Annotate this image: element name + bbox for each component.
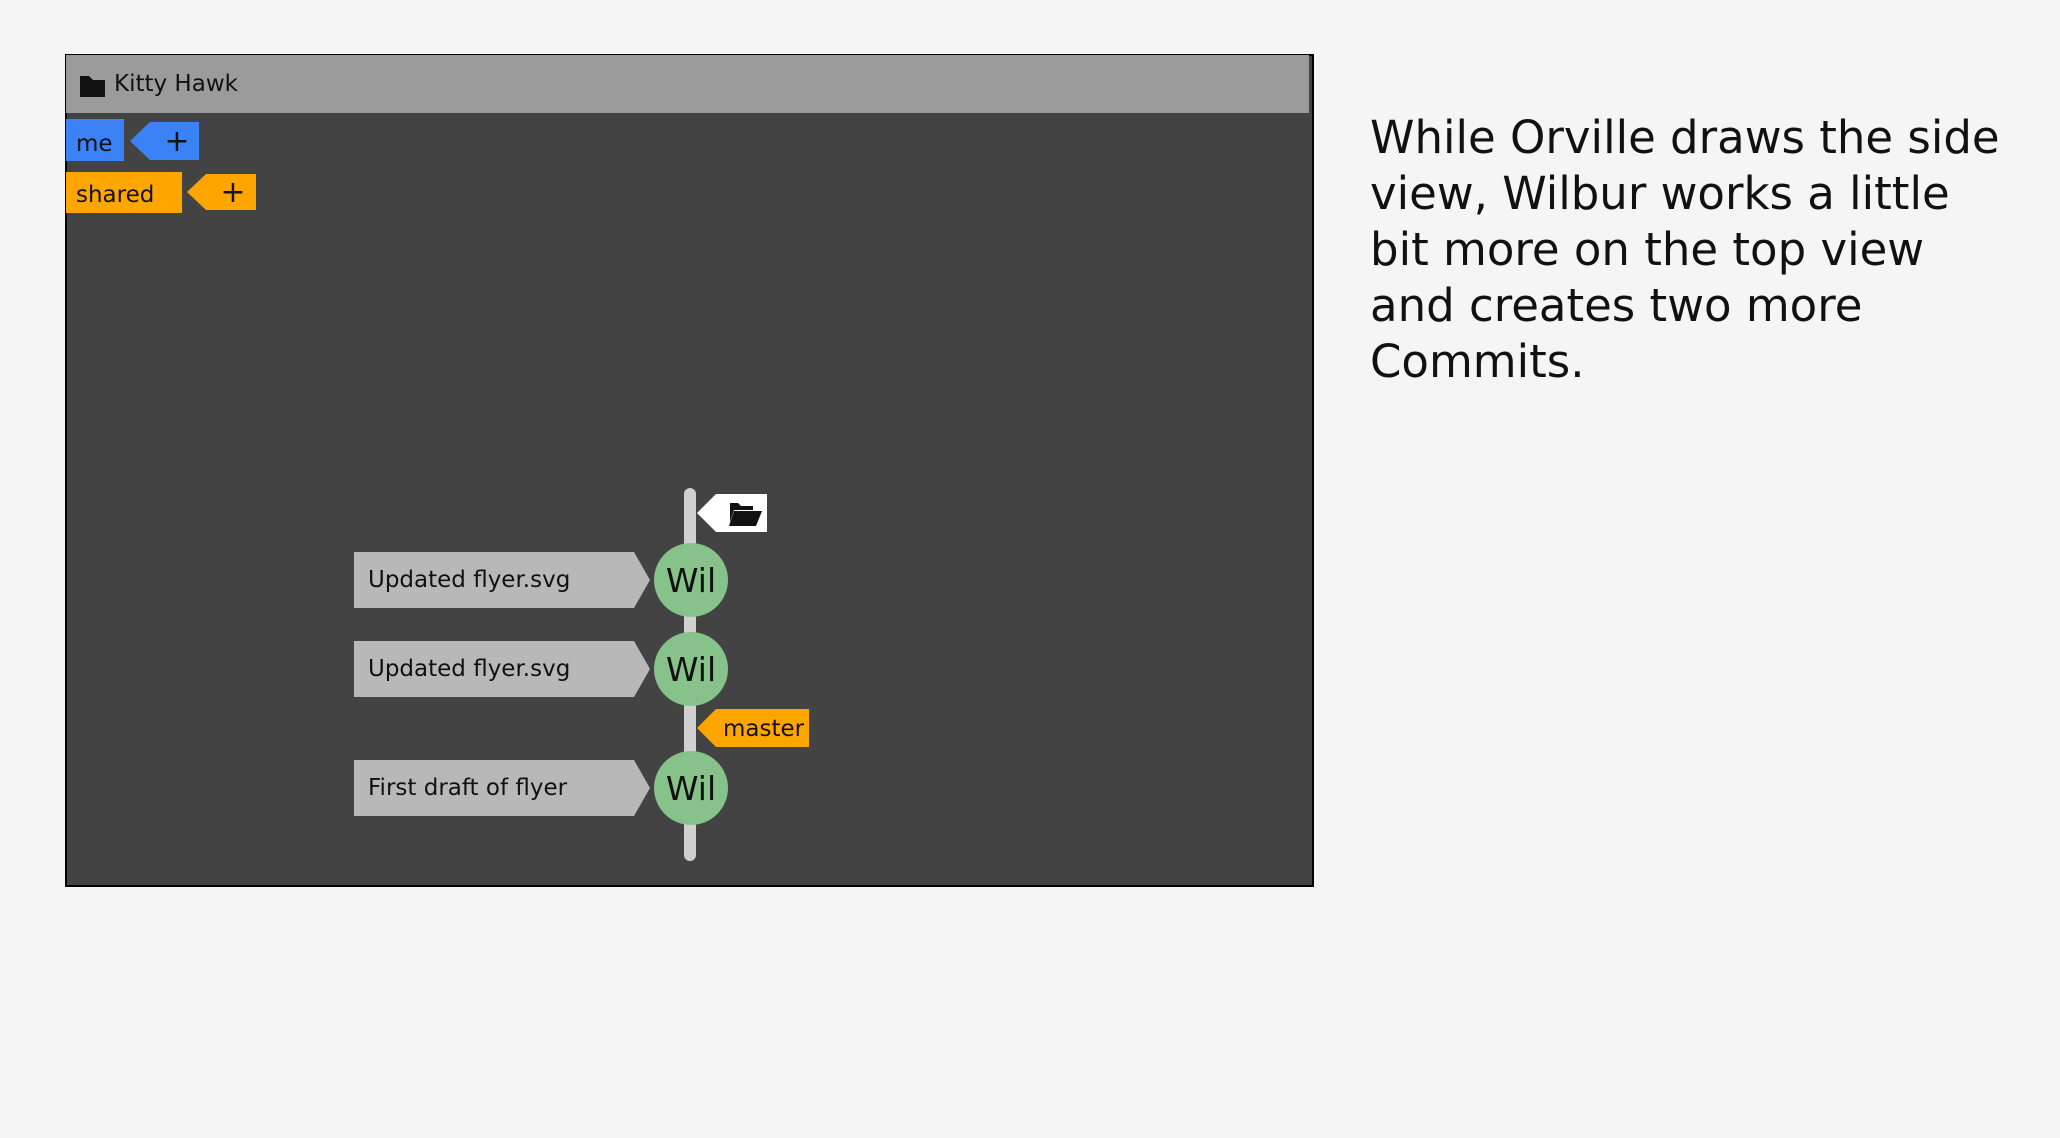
remote-me-tag[interactable] — [66, 119, 124, 161]
remote-shared-add-button[interactable]: + — [187, 174, 256, 210]
commit-message-box — [354, 760, 650, 816]
remote-me-label: me — [76, 131, 113, 157]
commit-message: First draft of flyer — [368, 775, 568, 801]
commit-item[interactable]: Updated flyer.svg Wil — [354, 632, 728, 706]
commit-message-box — [354, 641, 650, 697]
remote-me-add-button[interactable]: + — [130, 122, 199, 160]
folder-icon — [80, 76, 105, 97]
branch-tag-master[interactable]: master — [697, 709, 809, 747]
narration-text: While Orville draws the side view, Wilbu… — [1370, 111, 2000, 388]
title-bar — [66, 55, 1309, 113]
remote-shared-label: shared — [76, 182, 154, 208]
commit-author: Wil — [666, 769, 716, 808]
open-folder-button[interactable] — [697, 494, 767, 532]
remote-shared-tag[interactable] — [66, 172, 182, 213]
commit-author: Wil — [666, 650, 716, 689]
commit-node — [654, 632, 728, 706]
remote-me-add-label: + — [164, 124, 189, 159]
commit-node — [654, 751, 728, 825]
remote-shared-add-label: + — [220, 175, 245, 210]
commit-node — [654, 543, 728, 617]
commit-message: Updated flyer.svg — [368, 656, 570, 682]
window-title: Kitty Hawk — [114, 71, 239, 97]
commit-message-box — [354, 552, 650, 608]
commit-author: Wil — [666, 561, 716, 600]
branch-tag-label: master — [723, 716, 805, 742]
commit-item[interactable]: Updated flyer.svg Wil — [354, 543, 728, 617]
open-folder-icon — [729, 503, 762, 526]
commit-item[interactable]: First draft of flyer Wil — [354, 751, 728, 825]
commit-message: Updated flyer.svg — [368, 567, 570, 593]
